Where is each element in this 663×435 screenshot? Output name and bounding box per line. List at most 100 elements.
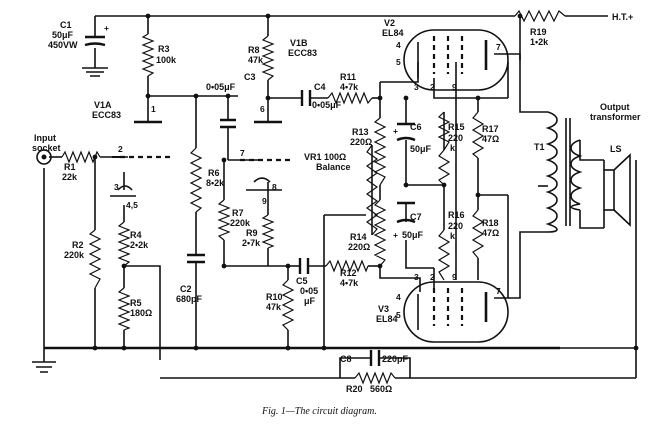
svg-text:2•7k: 2•7k <box>242 238 261 248</box>
svg-text:47k: 47k <box>248 55 264 65</box>
svg-text:4•7k: 4•7k <box>340 278 359 288</box>
svg-text:3: 3 <box>114 182 119 192</box>
svg-text:220pF: 220pF <box>382 354 409 364</box>
labels: H.T.+ Input socket LS Output transformer… <box>32 12 641 417</box>
valve-v2-label: V2 <box>384 18 395 28</box>
svg-text:9: 9 <box>452 82 457 92</box>
valve-v1a-label: V1A <box>94 100 112 110</box>
svg-text:50μF: 50μF <box>52 30 74 40</box>
svg-text:EL84: EL84 <box>376 314 398 324</box>
svg-text:C7: C7 <box>410 212 422 222</box>
svg-text:k: k <box>450 231 456 241</box>
svg-text:socket: socket <box>32 143 61 153</box>
svg-text:R17: R17 <box>482 124 499 134</box>
svg-text:7: 7 <box>496 42 501 52</box>
valve-v3-label: V3 <box>378 304 389 314</box>
svg-text:R15: R15 <box>448 122 465 132</box>
supply-label: H.T.+ <box>612 12 633 22</box>
svg-text:47Ω: 47Ω <box>482 134 499 144</box>
svg-text:2: 2 <box>430 272 435 282</box>
svg-text:5: 5 <box>396 57 401 67</box>
svg-text:4•7k: 4•7k <box>340 82 359 92</box>
loudspeaker-label: LS <box>610 144 622 154</box>
svg-text:R18: R18 <box>482 218 499 228</box>
loudspeaker-icon <box>603 153 631 228</box>
valve-v3 <box>403 281 509 343</box>
input-socket[interactable] <box>36 149 52 165</box>
svg-text:22k: 22k <box>62 172 78 182</box>
junction-dots <box>92 13 639 351</box>
svg-text:R1: R1 <box>64 162 76 172</box>
input-socket-label: Input <box>34 133 56 143</box>
svg-text:R7: R7 <box>232 208 244 218</box>
valve-v1b <box>240 118 290 191</box>
svg-text:4: 4 <box>396 292 401 302</box>
svg-text:180Ω: 180Ω <box>130 308 152 318</box>
svg-text:5: 5 <box>396 310 401 320</box>
svg-text:Output: Output <box>600 102 630 112</box>
svg-text:680pF: 680pF <box>176 294 203 304</box>
svg-text:+: + <box>104 23 109 33</box>
svg-text:220: 220 <box>448 221 463 231</box>
svg-text:EL84: EL84 <box>382 28 404 38</box>
svg-text:4: 4 <box>396 40 401 50</box>
svg-text:C8: C8 <box>340 354 352 364</box>
svg-text:3: 3 <box>414 272 419 282</box>
svg-text:R10: R10 <box>266 292 283 302</box>
svg-text:R3: R3 <box>158 44 170 54</box>
svg-text:R20: R20 <box>346 384 363 394</box>
output-transformer <box>545 111 583 233</box>
svg-text:9: 9 <box>452 272 457 282</box>
valve-v2 <box>403 29 509 91</box>
svg-text:220Ω: 220Ω <box>348 242 370 252</box>
svg-text:ECC83: ECC83 <box>92 110 121 120</box>
svg-text:560Ω: 560Ω <box>370 384 392 394</box>
svg-text:R19: R19 <box>530 27 547 37</box>
svg-text:0•05μF: 0•05μF <box>206 82 236 92</box>
svg-text:220k: 220k <box>64 250 85 260</box>
svg-text:7: 7 <box>496 286 501 296</box>
svg-text:C1: C1 <box>60 20 72 30</box>
svg-text:μF: μF <box>304 296 316 306</box>
svg-text:R8: R8 <box>248 45 260 55</box>
svg-text:C4: C4 <box>314 82 326 92</box>
svg-text:0•05: 0•05 <box>300 286 318 296</box>
ground-symbol <box>32 62 108 373</box>
svg-text:C5: C5 <box>296 276 308 286</box>
valve-v1a <box>110 120 170 197</box>
transformer-ref: T1 <box>534 142 545 152</box>
svg-text:50μF: 50μF <box>402 230 424 240</box>
svg-text:+: + <box>393 126 398 136</box>
svg-text:6: 6 <box>260 104 265 114</box>
svg-text:R11: R11 <box>340 72 356 82</box>
svg-text:2: 2 <box>430 82 435 92</box>
svg-text:C3: C3 <box>244 72 256 82</box>
resistor-symbols <box>61 9 566 385</box>
svg-text:100k: 100k <box>156 55 177 65</box>
svg-text:R13: R13 <box>352 127 369 137</box>
svg-text:R4: R4 <box>130 230 142 240</box>
svg-text:9: 9 <box>262 196 267 206</box>
svg-text:3: 3 <box>414 82 419 92</box>
svg-text:50μF: 50μF <box>410 144 432 154</box>
svg-text:R5: R5 <box>130 298 142 308</box>
svg-text:R16: R16 <box>448 210 465 220</box>
svg-text:R2: R2 <box>72 240 84 250</box>
svg-text:k: k <box>450 143 456 153</box>
figure-caption: Fig. 1—The circuit diagram. <box>261 406 377 417</box>
svg-text:1•2k: 1•2k <box>530 37 549 47</box>
svg-text:4,5: 4,5 <box>126 200 138 210</box>
svg-text:8: 8 <box>272 182 277 192</box>
svg-text:2: 2 <box>118 144 123 154</box>
wiring <box>43 15 637 379</box>
valve-v1b-label: V1B <box>290 38 308 48</box>
svg-text:C2: C2 <box>180 284 192 294</box>
svg-text:R12: R12 <box>340 268 357 278</box>
svg-text:220k: 220k <box>230 218 251 228</box>
svg-text:transformer: transformer <box>590 112 641 122</box>
vr1-label: VR1 100Ω <box>304 152 346 162</box>
svg-text:Balance: Balance <box>316 162 351 172</box>
svg-text:220Ω: 220Ω <box>350 137 372 147</box>
svg-text:R6: R6 <box>208 168 220 178</box>
